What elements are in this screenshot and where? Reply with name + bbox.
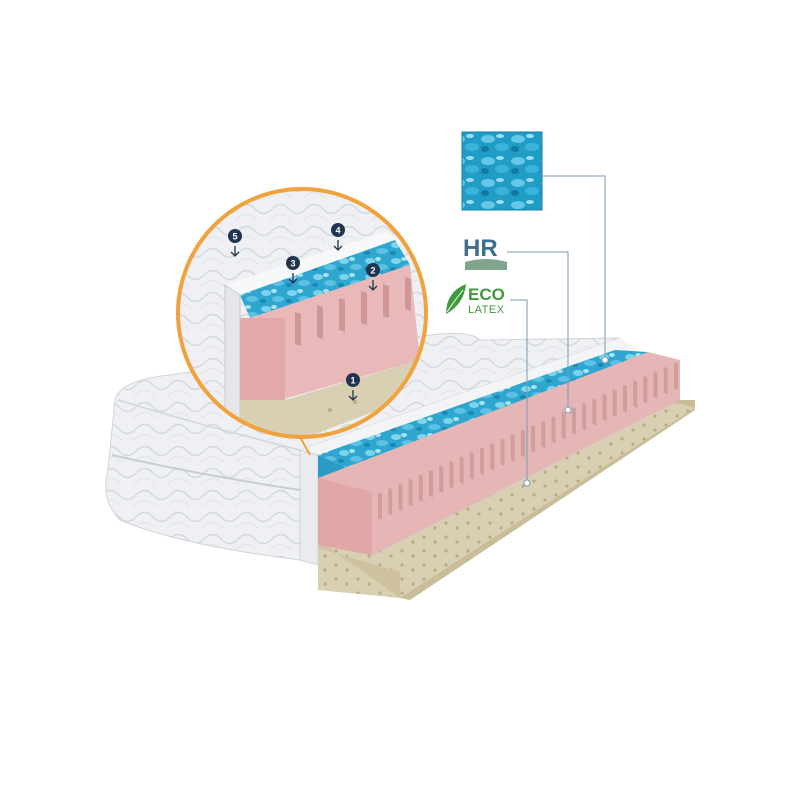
foam-slit	[592, 397, 597, 426]
zoom-detail: 5 4 3 2 1	[176, 187, 428, 456]
foam-slit	[480, 447, 485, 476]
latex-layer	[318, 398, 695, 600]
marker-2: 2	[366, 263, 380, 291]
svg-text:4: 4	[335, 226, 340, 236]
foam-slit	[674, 362, 678, 390]
foam-slit	[561, 411, 566, 440]
marker-5: 5	[228, 229, 242, 257]
foam-slit	[439, 465, 444, 494]
arrow-down-icon	[333, 240, 343, 251]
zoom-ring	[176, 187, 428, 439]
foam-slit	[469, 451, 474, 480]
foam-channels	[378, 362, 678, 520]
foam-slit	[500, 438, 505, 467]
callout-line-gel	[542, 175, 606, 357]
foam-slit	[571, 406, 576, 435]
callout-line-latex	[510, 299, 528, 480]
hr-foam-layer	[318, 352, 680, 555]
foam-slit	[582, 402, 587, 431]
marker-1: 1	[346, 373, 360, 401]
foam-slit	[388, 487, 393, 516]
svg-text:2: 2	[370, 266, 375, 276]
foam-slit	[378, 492, 382, 520]
foam-slit	[418, 474, 423, 503]
svg-text:5: 5	[232, 232, 237, 242]
foam-slit	[622, 384, 627, 413]
arrow-down-icon	[368, 280, 378, 291]
foam-slit	[490, 442, 495, 471]
svg-text:1: 1	[350, 376, 355, 386]
svg-text:3: 3	[290, 259, 295, 269]
arrow-down-icon	[348, 390, 358, 401]
zoom-foam-slit	[317, 305, 323, 339]
svg-text:ECO: ECO	[468, 285, 505, 304]
marker-3: 3	[286, 256, 300, 284]
foam-slit	[653, 370, 658, 399]
foam-slit	[602, 393, 607, 422]
foam-slit	[398, 483, 403, 512]
zoom-foam-channels	[295, 277, 411, 346]
svg-text:HR: HR	[463, 235, 498, 262]
zoom-foam-slit	[361, 291, 367, 325]
zoom-foam-slit	[295, 312, 301, 346]
foam-slit	[408, 478, 413, 507]
callout-lines	[507, 175, 609, 487]
svg-text:LATEX: LATEX	[468, 304, 505, 316]
foam-slit	[643, 375, 648, 404]
foam-slit	[459, 456, 464, 485]
foam-slit	[551, 415, 556, 444]
arrow-down-icon	[230, 246, 240, 257]
foam-slit	[663, 366, 668, 395]
foam-slit	[510, 433, 515, 462]
arrow-down-icon	[288, 273, 298, 284]
foam-slit	[520, 429, 525, 458]
foam-slit	[429, 469, 434, 498]
foam-slit	[531, 424, 536, 453]
zoom-foam-slit	[405, 277, 411, 311]
zoom-foam-slit	[383, 284, 389, 318]
zoom-foam-slit	[339, 298, 345, 332]
gel-swatch-icon	[461, 131, 543, 211]
foam-slit	[612, 388, 617, 417]
foam-slit	[541, 420, 546, 449]
foam-slit	[449, 460, 454, 489]
callout-line-hr	[507, 251, 569, 407]
eco-latex-icon: ECO LATEX	[446, 284, 505, 316]
hr-foam-icon: HR	[463, 235, 507, 270]
foam-slit	[633, 379, 638, 408]
marker-4: 4	[331, 223, 345, 251]
